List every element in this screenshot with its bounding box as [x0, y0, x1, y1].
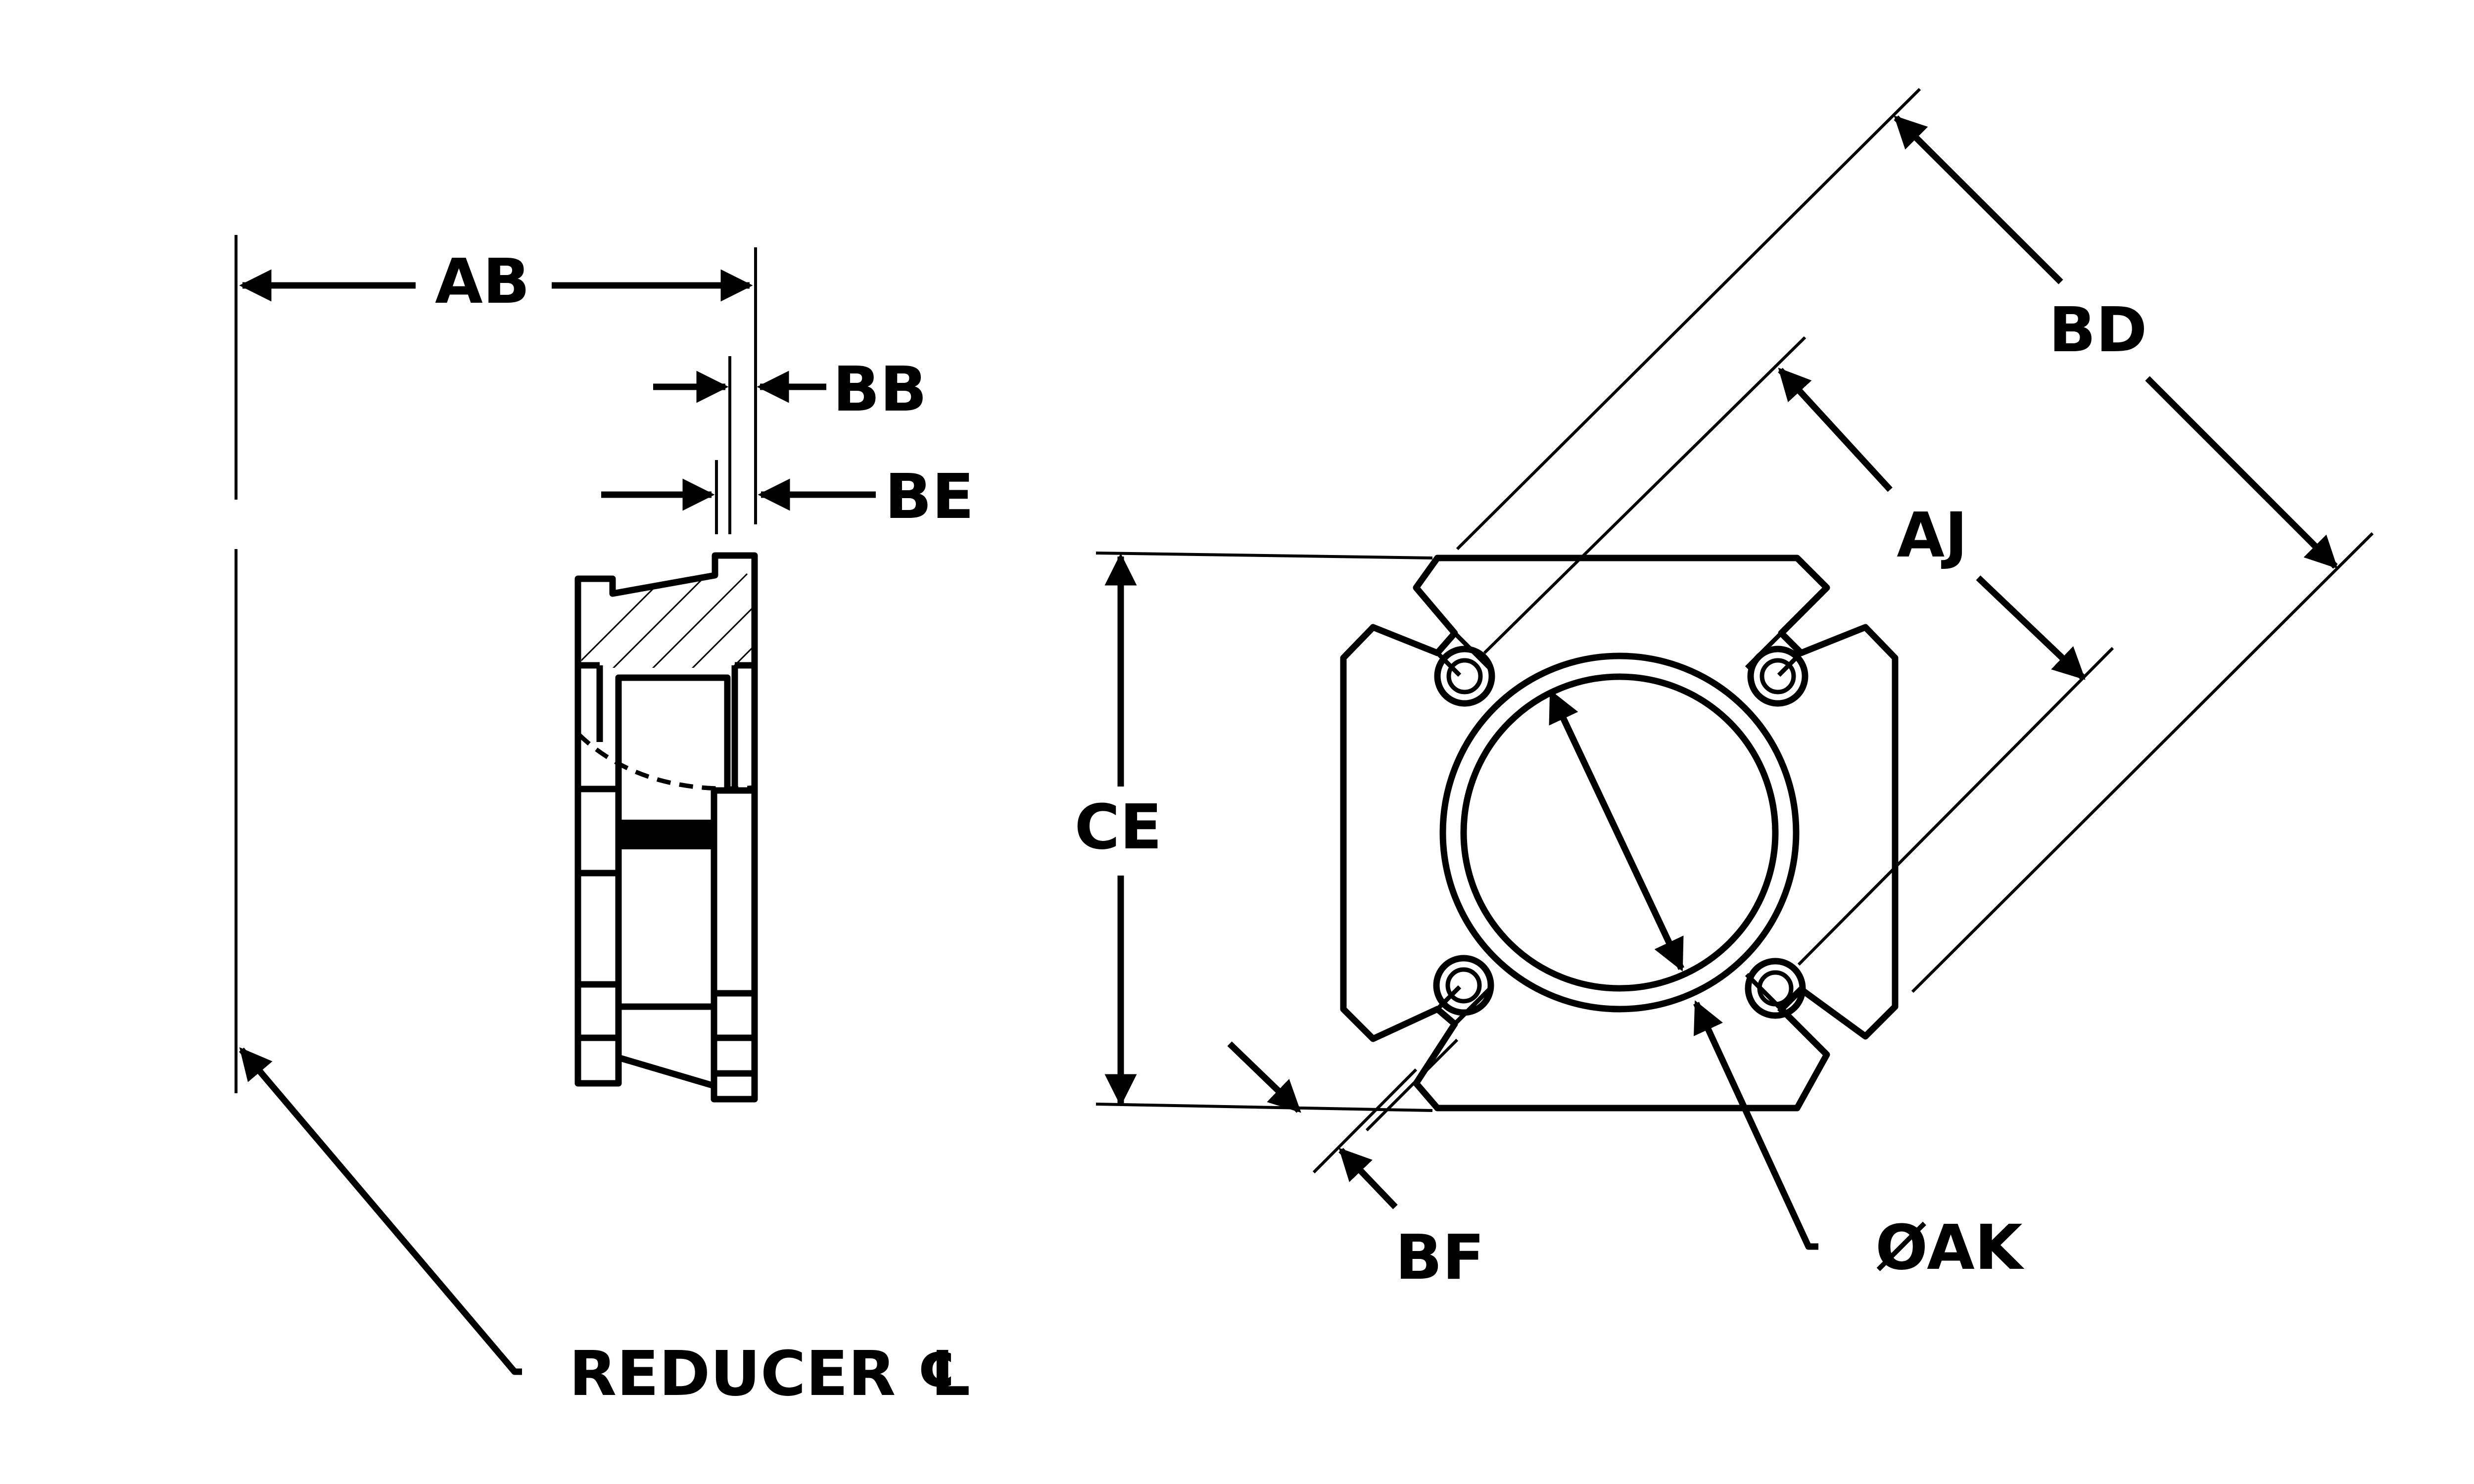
labels: AB BB BE CE BD AJ BF ØAK REDUCER ℄ [423, 237, 2147, 1410]
bore-inner [1460, 673, 1779, 992]
reducer-body-outline [574, 552, 758, 1103]
bf-label: BF [1395, 1222, 1485, 1294]
aj-extension-upper [1483, 336, 1807, 654]
bf-extension-lower [1312, 1068, 1418, 1174]
bolt-hole-bottom-right [1745, 958, 1806, 1019]
ce-extension-top [1095, 552, 1433, 559]
bf-arrow-upper [1227, 1041, 1301, 1113]
ak-arrow-upper [1548, 690, 1684, 970]
aj-arrow-lower [1976, 575, 2086, 680]
aj-arrow-upper [1778, 368, 1893, 492]
reducer-leader [239, 1047, 522, 1375]
bolt-hole-top-left-inner [1446, 658, 1483, 695]
bb-label: BB [833, 354, 927, 425]
bf-arrow-lower [1338, 1148, 1398, 1209]
section-hatch [581, 573, 752, 668]
ce-label: CE [1074, 791, 1162, 863]
bolt-hole-bottom-right-inner [1757, 970, 1794, 1007]
bore-outer [1439, 652, 1800, 1013]
bolt-hole-top-right-inner [1760, 658, 1796, 695]
aj-extension-lower [1797, 647, 2114, 966]
bd-extension-lower [1911, 532, 2374, 993]
aj-label: AJ [1897, 500, 1967, 571]
bolt-hole-top-right [1747, 646, 1808, 707]
ak-leader [1693, 1000, 1818, 1250]
front-view [1095, 88, 2374, 1250]
side-view [235, 235, 876, 1375]
reducer-centerline-label: REDUCER ℄ [569, 1338, 973, 1410]
ak-label: ØAK [1875, 1212, 2025, 1284]
bolt-hole-top-left [1434, 646, 1495, 707]
bd-arrow-upper [1894, 115, 2063, 284]
bf-extension-upper [1365, 1038, 1459, 1132]
be-label: BE [885, 461, 974, 533]
bd-arrow-lower [2145, 376, 2338, 569]
hidden-curve [577, 733, 755, 791]
bolt-hole-bottom-left-inner [1445, 967, 1482, 1004]
seal-band [618, 820, 714, 849]
ab-label-mask [423, 237, 547, 317]
bolt-hole-bottom-left [1433, 955, 1494, 1016]
ab-label: AB [435, 246, 530, 318]
bolt-slots [1435, 631, 1803, 1026]
bd-label: BD [2048, 294, 2147, 366]
inner-bore [615, 674, 731, 790]
bd-extension-upper [1456, 88, 1921, 551]
